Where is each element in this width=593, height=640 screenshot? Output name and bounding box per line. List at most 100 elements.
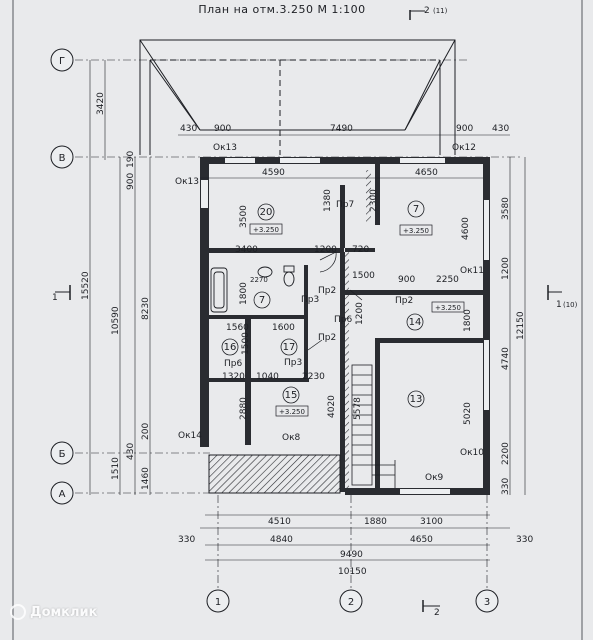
opening-ok13-top: Ок13	[213, 143, 237, 153]
dim-inner-1380: 1380	[323, 189, 333, 212]
opening-pr2-b: Пр2	[395, 296, 413, 306]
opening-ok12: Ок12	[452, 143, 476, 153]
axis-label-b: Б	[59, 449, 66, 460]
room-15-number: 15	[285, 390, 298, 401]
dim-inner-1320: 1320	[222, 372, 245, 382]
room-20-level: +3.250	[253, 226, 279, 234]
dim-inner-1200b: 1200	[355, 302, 365, 325]
opening-pr2-a: Пр2	[318, 286, 336, 296]
section-marker-top: 2 (11)	[409, 6, 448, 20]
axis-bubble-2: 2	[339, 589, 363, 613]
dim-bottom-4840: 4840	[270, 535, 293, 545]
room-13: 13	[407, 390, 425, 408]
room-14-number: 14	[409, 317, 422, 328]
axis-label-v: В	[59, 153, 66, 164]
axis-bubble-1: 1	[206, 589, 230, 613]
room-20-number: 20	[260, 207, 273, 218]
dim-bottom-330-right: 330	[516, 535, 533, 545]
dimension-lines	[89, 60, 526, 561]
toilet-icon	[283, 265, 295, 287]
axis-label-a: А	[59, 489, 66, 500]
opening-ok13-left: Ок13	[175, 177, 199, 187]
dim-bottom-330-left: 330	[178, 535, 195, 545]
plan-title: План на отм.3.250 М 1:100	[198, 3, 365, 16]
dim-left-430: 430	[126, 443, 136, 460]
room-16-number: 16	[224, 342, 237, 353]
dim-left-190: 190	[126, 151, 136, 168]
section-mark-left-label: 1	[52, 293, 58, 303]
section-marker-left: 1	[52, 285, 71, 303]
dim-right-3580: 3580	[501, 197, 511, 220]
opening-ok10: Ок10	[460, 448, 484, 458]
wall-hatch-right	[345, 252, 349, 488]
section-mark-bottom-label: 2	[434, 608, 440, 618]
dim-inner-1800a: 1800	[239, 282, 249, 305]
section-marker-right: 1 (10)	[547, 285, 578, 310]
window-gaps	[201, 158, 489, 494]
dim-inner-1200: 1200	[314, 245, 337, 255]
dim-top-7490: 7490	[330, 124, 353, 134]
level-mark-14: +3.250	[431, 301, 465, 313]
dim-right-330: 330	[501, 478, 511, 495]
axis-bubble-b: Б	[50, 441, 74, 465]
watermark: Домклик	[10, 604, 97, 620]
axis-label-g: Г	[59, 56, 65, 67]
dim-inner-4600: 4600	[461, 217, 471, 240]
room-7-upper: 7 +3.250	[399, 200, 433, 236]
dim-right-12150: 12150	[516, 311, 526, 340]
dim-bottom-3100: 3100	[420, 517, 443, 527]
dim-top-430-right: 430	[492, 124, 509, 134]
opening-ok14: Ок14	[178, 431, 202, 441]
level-mark-14-text: +3.250	[435, 304, 461, 312]
balcony-hatch	[208, 454, 341, 494]
section-mark-right-label: 1	[556, 300, 562, 310]
room-13-number: 13	[410, 394, 423, 405]
dim-right-2200: 2200	[501, 442, 511, 465]
dim-bottom-9490: 9490	[340, 550, 363, 560]
dim-inner-2300: 2300	[369, 189, 379, 212]
axis-label-3: 3	[484, 597, 490, 608]
room-14: 14	[406, 313, 424, 331]
opening-pr6-a: Пр6	[334, 315, 352, 325]
dim-inner-4020: 4020	[327, 395, 337, 418]
domclick-logo-icon	[10, 604, 26, 620]
dim-inner-4590: 4590	[262, 168, 285, 178]
dim-inner-1560: 1560	[226, 323, 249, 333]
dim-inner-1500: 1500	[352, 271, 375, 281]
dim-left-10590: 10590	[111, 306, 121, 335]
dim-bottom-1880: 1880	[364, 517, 387, 527]
opening-pr3-b: Пр3	[284, 358, 302, 368]
opening-pr2-c: Пр2	[318, 333, 336, 343]
inner-walls	[209, 160, 483, 492]
dim-top-900-right: 900	[456, 124, 473, 134]
room-16: 16	[221, 338, 239, 356]
dim-left-1510: 1510	[111, 457, 121, 480]
dim-left-900: 900	[126, 173, 136, 190]
opening-pr6-b: Пр6	[224, 359, 242, 369]
axis-label-1: 1	[215, 597, 221, 608]
dim-inner-2230: 2230	[302, 372, 325, 382]
dim-inner-900: 900	[398, 275, 415, 285]
dim-bottom-4650: 4650	[410, 535, 433, 545]
axis-label-2: 2	[348, 597, 354, 608]
axis-bubble-g: Г	[50, 48, 74, 72]
dim-inner-720: 720	[352, 245, 369, 255]
roof-outline	[139, 39, 456, 155]
axis-bubble-3: 3	[475, 589, 499, 613]
wall-hatch-mid	[366, 170, 371, 222]
room-15: 15 +3.250	[275, 386, 309, 417]
dim-inner-1800b: 1800	[463, 309, 473, 332]
bathtub-icon	[210, 267, 228, 313]
dim-bottom-10150: 10150	[338, 567, 367, 577]
opening-pr7: Пр7	[336, 200, 354, 210]
dim-inner-1600: 1600	[272, 323, 295, 333]
dim-right-1200: 1200	[501, 257, 511, 280]
axis-bubble-a: А	[50, 481, 74, 505]
room-7-upper-level: +3.250	[403, 227, 429, 235]
room-17-number: 17	[283, 342, 296, 353]
opening-ok11: Ок11	[460, 266, 484, 276]
sink-icon	[257, 266, 273, 278]
dim-bottom-4510: 4510	[268, 517, 291, 527]
